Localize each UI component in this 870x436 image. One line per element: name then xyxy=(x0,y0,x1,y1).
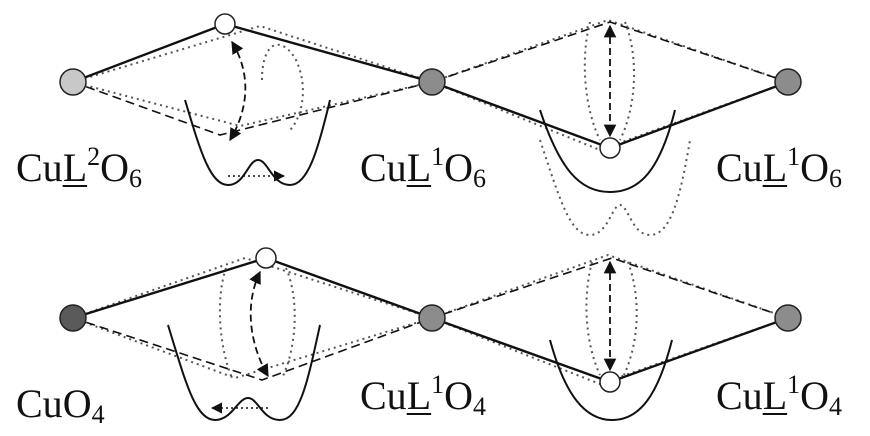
label-oxygen: O xyxy=(800,145,830,190)
top-row xyxy=(59,13,802,237)
top-dashed-frame xyxy=(72,21,789,136)
label-oxygen-count: 6 xyxy=(829,164,843,193)
top-left-double-well xyxy=(184,99,331,187)
top-middle-single-well xyxy=(539,109,676,194)
top-middle-dotted-double-well xyxy=(539,139,691,237)
top-right-cu-atom xyxy=(774,68,802,96)
top-middle-cu-atom xyxy=(418,68,446,96)
label-oxygen: O xyxy=(444,145,474,190)
label-bottom-left: CuO4 xyxy=(16,381,105,428)
label-bottom-middle: CuL1O4 xyxy=(360,372,486,420)
label-oxygen-count: 4 xyxy=(829,392,843,421)
label-oxygen: O xyxy=(444,373,474,418)
bottom-left-ligand-atom xyxy=(255,247,277,269)
label-top-middle: CuL1O6 xyxy=(360,144,486,192)
label-ligand: L xyxy=(762,145,788,190)
label-oxygen-count: 4 xyxy=(91,400,105,429)
label-oxygen: O xyxy=(800,373,830,418)
label-text: Cu xyxy=(360,145,407,190)
label-ligand-index: 1 xyxy=(431,370,445,399)
bottom-middle-dotted-lobe xyxy=(585,261,638,376)
label-oxygen-count: 6 xyxy=(473,164,487,193)
label-ligand-index: 1 xyxy=(431,142,445,171)
label-oxygen: O xyxy=(62,381,92,426)
label-text: Cu xyxy=(716,373,763,418)
top-left-cu-atom xyxy=(59,68,87,96)
label-text: Cu xyxy=(16,145,63,190)
top-left-ligand-atom xyxy=(214,13,236,35)
top-dotted-frame-lower xyxy=(72,80,789,152)
label-top-right: CuL1O6 xyxy=(716,144,842,192)
bottom-left-dotted-lobe xyxy=(218,267,296,379)
label-top-left: CuL2O6 xyxy=(16,144,142,192)
label-ligand-index: 1 xyxy=(787,370,801,399)
top-left-dotted-well xyxy=(261,43,304,131)
label-ligand: L xyxy=(406,145,432,190)
label-ligand: L xyxy=(62,145,88,190)
bottom-left-curved-arrow xyxy=(249,270,269,378)
bottom-middle-single-well xyxy=(549,339,673,422)
label-oxygen-count: 6 xyxy=(129,164,143,193)
label-ligand-index: 1 xyxy=(787,142,801,171)
label-bottom-right: CuL1O4 xyxy=(716,372,842,420)
bottom-left-double-well xyxy=(167,324,321,422)
label-oxygen-count: 4 xyxy=(473,392,487,421)
label-text: Cu xyxy=(16,381,63,426)
bottom-row xyxy=(59,247,802,422)
label-ligand-index: 2 xyxy=(87,142,101,171)
top-middle-dotted-lobe xyxy=(583,21,636,141)
top-middle-ligand-atom xyxy=(599,137,621,159)
bottom-right-cu-atom xyxy=(774,304,802,332)
label-text: Cu xyxy=(716,145,763,190)
bottom-left-cu-atom xyxy=(59,304,87,332)
top-left-curved-arrow xyxy=(229,40,247,142)
label-ligand: L xyxy=(762,373,788,418)
label-ligand: L xyxy=(406,373,432,418)
bottom-middle-ligand-atom xyxy=(599,371,621,393)
label-text: Cu xyxy=(360,373,407,418)
bottom-middle-cu-atom xyxy=(418,304,446,332)
label-oxygen: O xyxy=(100,145,130,190)
